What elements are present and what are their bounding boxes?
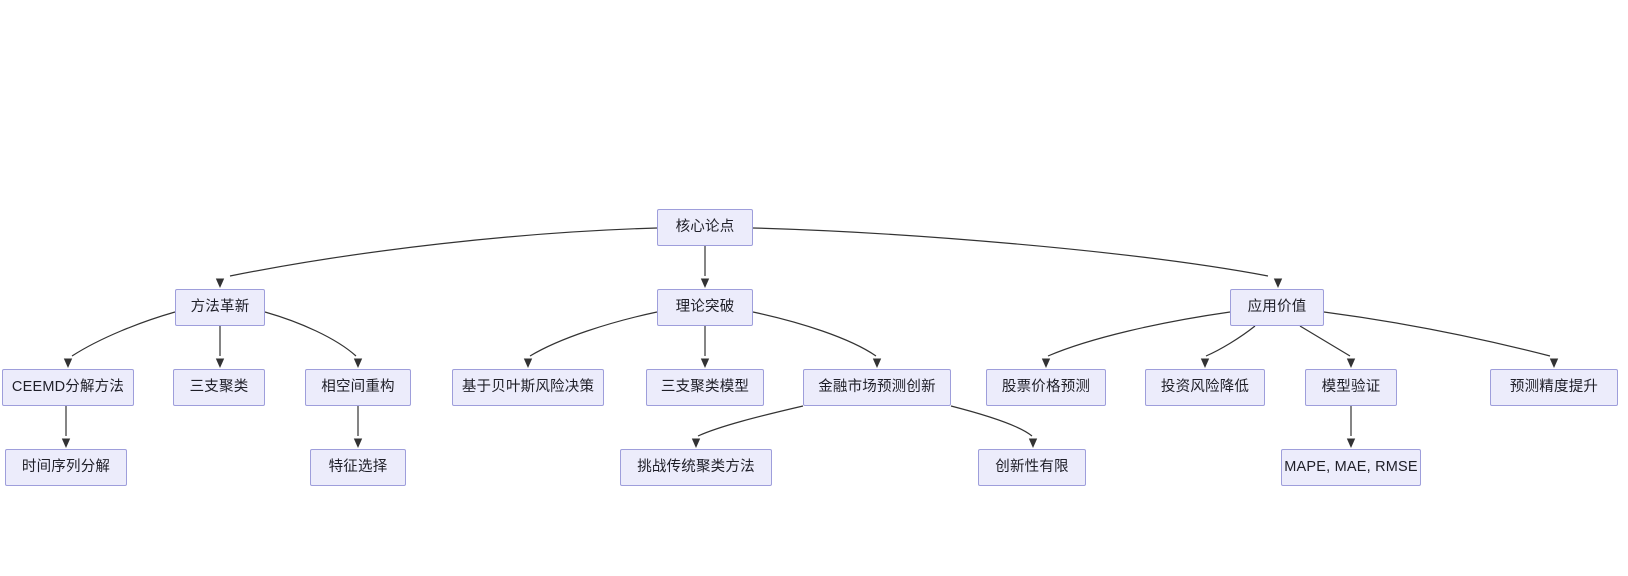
- node-label: 基于贝叶斯风险决策: [461, 379, 595, 396]
- node-l2e[interactable]: 三支聚类模型: [646, 369, 764, 406]
- node-l1b[interactable]: 理论突破: [657, 289, 753, 326]
- arrowhead-l2i: [1346, 358, 1356, 368]
- node-label: 特征选择: [328, 459, 388, 476]
- arrowhead-l3e: [1346, 438, 1356, 448]
- edge-root-to-l1c: [752, 227, 1269, 277]
- node-l3b[interactable]: 特征选择: [310, 449, 406, 486]
- arrowhead-l2f: [872, 358, 882, 368]
- edge-l1c-to-l2j: [1323, 311, 1551, 357]
- node-l2f[interactable]: 金融市场预测创新: [803, 369, 951, 406]
- node-label: 三支聚类模型: [660, 379, 750, 396]
- arrowhead-l2a: [63, 358, 73, 368]
- edge-l1b-to-l2d: [529, 311, 658, 357]
- node-l2j[interactable]: 预测精度提升: [1490, 369, 1618, 406]
- arrowhead-l3d: [1028, 438, 1038, 448]
- arrowhead-l2j: [1549, 358, 1559, 368]
- node-l2d[interactable]: 基于贝叶斯风险决策: [452, 369, 604, 406]
- node-label: 时间序列分解: [21, 459, 111, 476]
- node-label: 方法革新: [190, 299, 250, 316]
- arrowhead-l2d: [523, 358, 533, 368]
- edge-l1c-to-l2i: [1299, 325, 1351, 357]
- node-root[interactable]: 核心论点: [657, 209, 753, 246]
- node-l1c[interactable]: 应用价值: [1230, 289, 1324, 326]
- edge-l1a-to-l2a: [71, 311, 176, 357]
- node-l2g[interactable]: 股票价格预测: [986, 369, 1106, 406]
- edge-l2f-to-l3c: [697, 405, 804, 437]
- node-label: 理论突破: [675, 299, 735, 316]
- node-label: 股票价格预测: [1001, 379, 1091, 396]
- arrowhead-l2h: [1200, 358, 1210, 368]
- node-l2i[interactable]: 模型验证: [1305, 369, 1397, 406]
- node-label: 预测精度提升: [1509, 379, 1599, 396]
- arrowhead-l2b: [215, 358, 225, 368]
- node-l3c[interactable]: 挑战传统聚类方法: [620, 449, 772, 486]
- edge-l2f-to-l3d: [950, 405, 1033, 437]
- arrowhead-l3b: [353, 438, 363, 448]
- arrowhead-l1a: [215, 278, 225, 288]
- edge-root-to-l1a: [229, 227, 658, 277]
- edge-l1b-to-l2f: [752, 311, 877, 357]
- edge-l1c-to-l2h: [1205, 325, 1256, 357]
- arrowhead-l3c: [691, 438, 701, 448]
- node-l2h[interactable]: 投资风险降低: [1145, 369, 1265, 406]
- node-l3d[interactable]: 创新性有限: [978, 449, 1086, 486]
- arrowhead-l2e: [700, 358, 710, 368]
- node-l2c[interactable]: 相空间重构: [305, 369, 411, 406]
- node-label: 应用价值: [1247, 299, 1307, 316]
- node-l2b[interactable]: 三支聚类: [173, 369, 265, 406]
- node-label: 挑战传统聚类方法: [637, 459, 755, 476]
- node-label: 创新性有限: [995, 459, 1069, 476]
- arrowhead-l1c: [1273, 278, 1283, 288]
- node-label: 三支聚类: [189, 379, 249, 396]
- node-l3e[interactable]: MAPE, MAE, RMSE: [1281, 449, 1421, 486]
- node-l1a[interactable]: 方法革新: [175, 289, 265, 326]
- node-label: CEEMD分解方法: [11, 379, 125, 396]
- edge-l1c-to-l2g: [1047, 311, 1231, 357]
- arrowhead-l2g: [1041, 358, 1051, 368]
- node-label: MAPE, MAE, RMSE: [1284, 459, 1418, 476]
- node-label: 相空间重构: [321, 379, 395, 396]
- node-label: 模型验证: [1321, 379, 1381, 396]
- arrowhead-l3a: [61, 438, 71, 448]
- arrowhead-l1b: [700, 278, 710, 288]
- node-label: 金融市场预测创新: [818, 379, 936, 396]
- node-l3a[interactable]: 时间序列分解: [5, 449, 127, 486]
- arrowhead-l2c: [353, 358, 363, 368]
- node-l2a[interactable]: CEEMD分解方法: [2, 369, 134, 406]
- edge-l1a-to-l2c: [264, 311, 357, 357]
- node-label: 核心论点: [675, 219, 735, 236]
- node-label: 投资风险降低: [1160, 379, 1250, 396]
